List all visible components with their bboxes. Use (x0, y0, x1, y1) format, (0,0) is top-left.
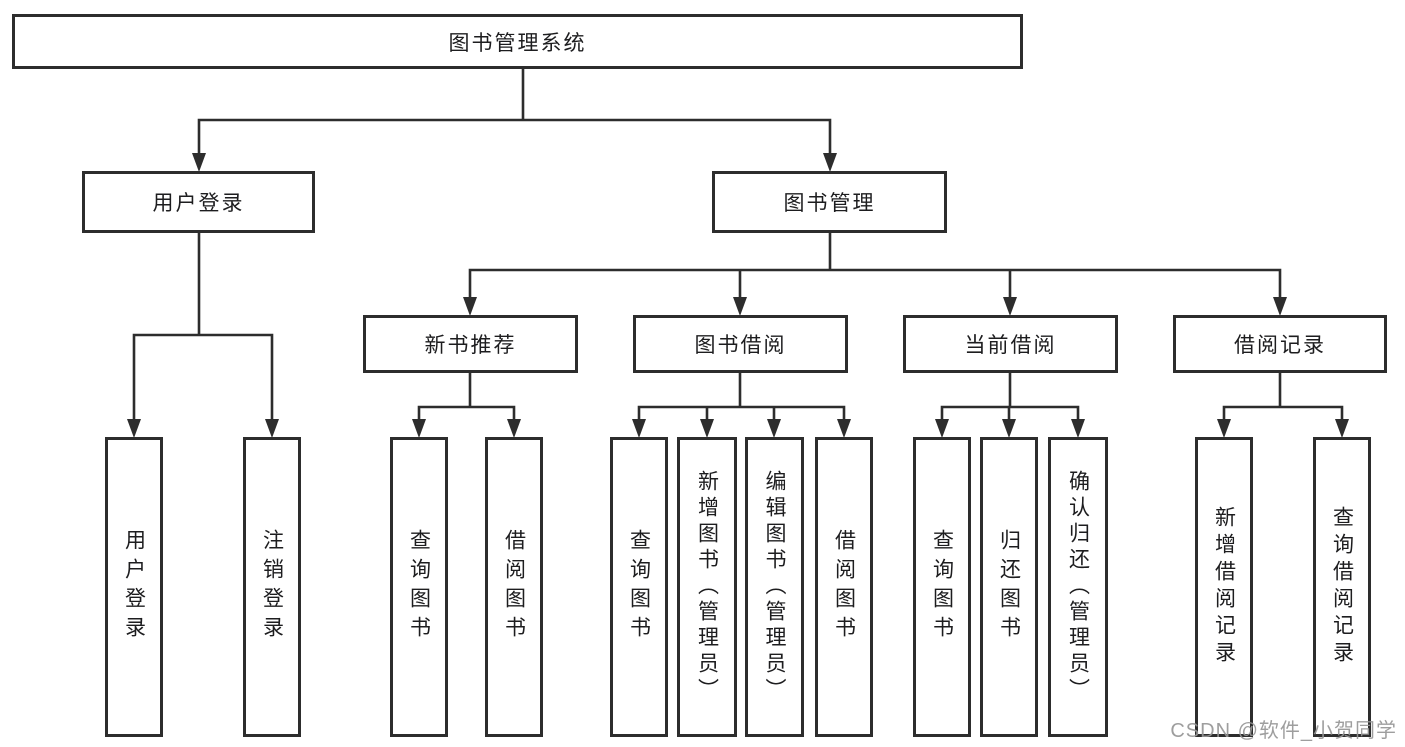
node-borrowing-records: 借阅记录 (1173, 315, 1387, 373)
csdn-watermark: CSDN @软件_小贺同学 (1170, 720, 1397, 742)
leaf-user-login: 用户登录 (105, 437, 163, 737)
leaf-record-query-borrow-record: 查询借阅记录 (1313, 437, 1371, 737)
node-current-borrowing: 当前借阅 (903, 315, 1118, 373)
leaf-borrow-add-book-admin: 新增图书（管理员） (677, 437, 737, 737)
leaf-logout: 注销登录 (243, 437, 301, 737)
leaf-current-confirm-return-admin: 确认归还（管理员） (1048, 437, 1108, 737)
leaf-current-query-book: 查询图书 (913, 437, 971, 737)
leaf-borrow-query-book: 查询图书 (610, 437, 668, 737)
node-new-book-recommend: 新书推荐 (363, 315, 578, 373)
node-library-system: 图书管理系统 (12, 14, 1023, 69)
leaf-newbook-query-book: 查询图书 (390, 437, 448, 737)
node-user-login: 用户登录 (82, 171, 315, 233)
node-book-borrowing: 图书借阅 (633, 315, 848, 373)
leaf-borrow-borrow-book: 借阅图书 (815, 437, 873, 737)
leaf-current-return-book: 归还图书 (980, 437, 1038, 737)
leaf-borrow-edit-book-admin: 编辑图书（管理员） (745, 437, 804, 737)
leaf-newbook-borrow-book: 借阅图书 (485, 437, 543, 737)
leaf-record-add-borrow-record: 新增借阅记录 (1195, 437, 1253, 737)
node-book-management: 图书管理 (712, 171, 947, 233)
